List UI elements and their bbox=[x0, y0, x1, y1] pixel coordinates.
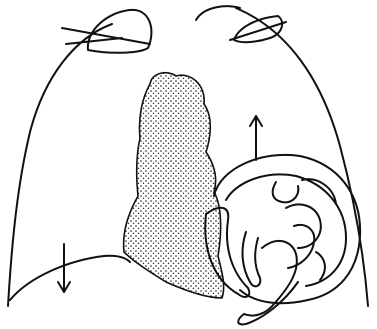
mediastinal-shadow bbox=[124, 73, 224, 298]
arrow-up-icon bbox=[250, 116, 262, 160]
herniated-bowel-loops bbox=[205, 155, 360, 325]
left-diaphragm-line bbox=[10, 256, 130, 300]
right-clavicle bbox=[196, 6, 286, 42]
left-lung-outline bbox=[8, 24, 112, 306]
